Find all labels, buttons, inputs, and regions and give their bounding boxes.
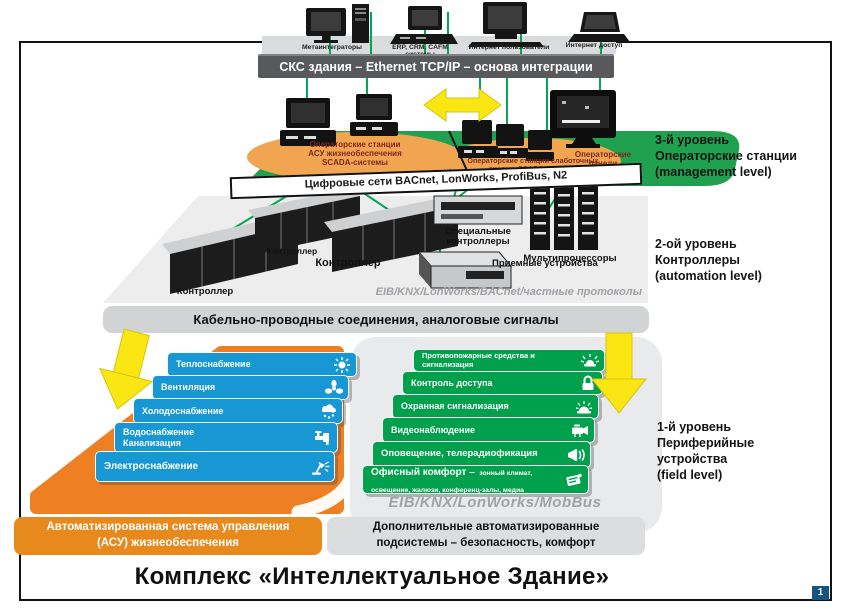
fire-alarm-icon	[576, 352, 604, 370]
cable-connections-bar: Кабельно-проводные соединения, аналоговы…	[103, 306, 649, 333]
subsystem-ventilation: Вентиляция	[152, 375, 349, 400]
subsystem-label: Вентиляция	[161, 382, 216, 393]
controller-label-3: Контроллер	[315, 257, 381, 269]
device-label-internet-users: Интернет пользователи	[468, 44, 550, 51]
office-comfort-icon	[560, 471, 588, 489]
level1-protocols-label: EIB/KNX/LonWorks/MobBus	[388, 494, 602, 511]
subsystem-fire: Противопожарные средства и сигнализация	[413, 349, 605, 372]
special-controllers-label: Специальные контроллеры	[445, 226, 511, 248]
electricity-icon	[306, 458, 334, 476]
subsystem-comfort: Офисный комфорт – зонный климат, освещен…	[362, 465, 589, 494]
controller-label-1: Контроллер	[176, 286, 234, 297]
operator-station-left2	[350, 94, 398, 136]
cooling-icon	[314, 402, 342, 420]
subsystem-access: Контроль доступа	[402, 371, 603, 395]
top-shelf	[262, 36, 616, 54]
subsystem-label: Холодоснабжение	[142, 405, 224, 416]
subsystem-sublabel: зонный климат, освещение, жалюзи, конфер…	[371, 469, 533, 494]
special-controllers-device	[433, 195, 523, 225]
level2-protocols-label: EIB/KNX/LonWorks/BACnet/частные протокол…	[375, 286, 642, 298]
subsystem-label: Водоснабжение Канализация	[123, 427, 195, 448]
multiprocessors-racks	[530, 186, 598, 250]
pa-system-icon	[562, 446, 590, 464]
subsystem-security: Охранная сигнализация	[392, 394, 599, 419]
subsystem-label: Офисный комфорт –	[371, 466, 475, 478]
subsystem-label: Теплоснабжение	[176, 359, 251, 370]
access-control-icon	[574, 374, 602, 392]
life-support-bar: Автоматизированная система управления (А…	[14, 517, 322, 555]
subsystem-label: Оповещение, телерадиофикация	[381, 448, 538, 460]
cctv-icon	[566, 421, 594, 439]
subsystem-label: Видеонаблюдение	[391, 424, 476, 435]
page-number-badge: 1	[812, 586, 829, 600]
water-icon	[309, 429, 337, 447]
subsystem-label: Охранная сигнализация	[401, 401, 509, 412]
level1-side-label: 1-й уровень Периферийные устройства (fie…	[657, 420, 755, 482]
controller-rack-3	[324, 196, 458, 272]
receivers-label: Приемные устройства	[492, 258, 598, 269]
subsystem-water: Водоснабжение Канализация	[114, 422, 338, 453]
subsystem-label: Контроль доступа	[411, 377, 493, 388]
receiver-device	[417, 251, 513, 289]
subsystem-cctv: Видеонаблюдение	[382, 417, 595, 443]
subsystem-label: Электроснабжение	[104, 460, 199, 472]
internet-access-laptop	[568, 12, 630, 42]
level2-side-label: 2-ой уровень Контроллеры (automation lev…	[655, 237, 762, 283]
controller-label-2: Контроллер	[266, 246, 318, 256]
operator-panel-monitor	[550, 90, 616, 148]
subsystem-heating: Теплоснабжение	[167, 352, 357, 377]
security-alarm-icon	[570, 398, 598, 416]
ventilation-icon	[320, 379, 348, 397]
operator-stations-right	[458, 120, 554, 161]
heating-icon	[328, 356, 356, 374]
subsystem-cooling: Холодоснабжение	[133, 398, 343, 424]
operator-station-left	[280, 98, 336, 146]
internet-users-computer	[468, 2, 544, 47]
scada-left-label: Операторские станции АСУ жизнеобеспечени…	[308, 140, 402, 168]
additional-subsystems-bar: Дополнительные автоматизированные подсис…	[327, 517, 645, 555]
erp-crm-computer	[390, 6, 458, 44]
level3-side-label: 3-й уровень Операторские станции (manage…	[655, 133, 797, 179]
subsystem-electricity: Электроснабжение	[95, 451, 335, 482]
backbone-bar: СКС здания – Ethernet TCP/IP – основа ин…	[258, 54, 614, 78]
multiprocessors-label: Мультипроцессоры	[523, 253, 617, 264]
device-label-internet-access: Интернет доступ	[565, 42, 623, 49]
meta-integrators-computer	[306, 4, 369, 43]
subsystem-label-group: Офисный комфорт – зонный климат, освещен…	[363, 463, 560, 497]
diagram-title: Комплекс «Интеллектуальное Здание»	[134, 563, 610, 590]
device-label-meta: Метаинтеграторы	[302, 44, 362, 51]
subsystem-label: Противопожарные средства и сигнализация	[422, 351, 535, 369]
